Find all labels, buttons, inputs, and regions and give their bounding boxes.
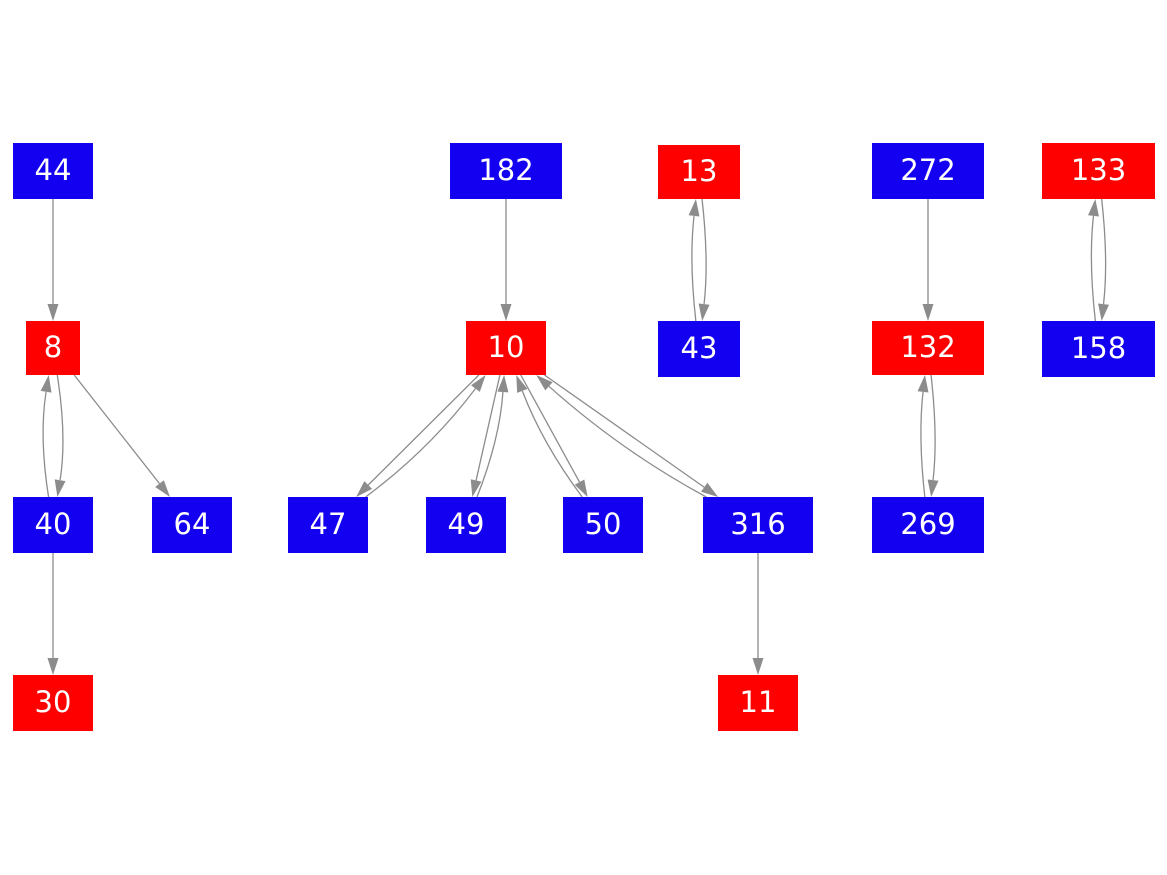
node-box-50[interactable] bbox=[563, 497, 643, 553]
graph-node-132[interactable]: 132 bbox=[872, 321, 984, 375]
edge-8-to-64 bbox=[73, 374, 161, 485]
arrowhead-44-to-8 bbox=[47, 304, 59, 321]
edge-10-to-316 bbox=[544, 374, 705, 488]
node-box-13[interactable] bbox=[658, 145, 740, 199]
graph-node-269[interactable]: 269 bbox=[872, 497, 984, 553]
arrowhead-13-to-43 bbox=[698, 303, 710, 321]
edge-10-to-49 bbox=[475, 374, 501, 481]
arrowhead-50-to-10 bbox=[516, 375, 528, 393]
arrowhead-8-to-40 bbox=[54, 479, 66, 497]
edge-49-to-10 bbox=[476, 391, 504, 498]
edge-10-to-50 bbox=[520, 374, 581, 483]
arrowhead-10-to-47 bbox=[356, 481, 373, 497]
edge-8-to-40 bbox=[56, 374, 64, 481]
arrowhead-316-to-10 bbox=[536, 375, 553, 391]
arrowhead-43-to-13 bbox=[688, 199, 700, 217]
node-box-43[interactable] bbox=[658, 321, 740, 377]
graph-node-47[interactable]: 47 bbox=[288, 497, 368, 553]
edge-50-to-10 bbox=[521, 390, 583, 498]
graph-node-43[interactable]: 43 bbox=[658, 321, 740, 377]
edge-13-to-43 bbox=[701, 198, 707, 305]
node-box-182[interactable] bbox=[450, 143, 562, 199]
arrowhead-158-to-133 bbox=[1087, 199, 1099, 217]
graph-node-133[interactable]: 133 bbox=[1042, 143, 1155, 199]
node-box-8[interactable] bbox=[26, 321, 80, 375]
graph-node-182[interactable]: 182 bbox=[450, 143, 562, 199]
edge-layer bbox=[40, 198, 1110, 675]
arrowhead-269-to-132 bbox=[917, 375, 929, 393]
node-box-30[interactable] bbox=[13, 675, 93, 731]
arrowhead-182-to-10 bbox=[500, 304, 512, 321]
edge-47-to-10 bbox=[365, 388, 476, 498]
arrowhead-316-to-11 bbox=[752, 658, 764, 675]
arrowhead-272-to-132 bbox=[922, 304, 934, 321]
node-box-269[interactable] bbox=[872, 497, 984, 553]
arrowhead-10-to-50 bbox=[574, 479, 588, 497]
node-box-11[interactable] bbox=[718, 675, 798, 731]
node-box-10[interactable] bbox=[466, 321, 546, 375]
graph-node-64[interactable]: 64 bbox=[152, 497, 232, 553]
edge-40-to-8 bbox=[42, 391, 50, 498]
arrowhead-10-to-49 bbox=[470, 479, 482, 497]
graph-node-13[interactable]: 13 bbox=[658, 145, 740, 199]
edge-10-to-47 bbox=[367, 374, 480, 486]
graph-node-8[interactable]: 8 bbox=[26, 321, 80, 375]
edge-43-to-13 bbox=[691, 215, 697, 322]
graph-node-272[interactable]: 272 bbox=[872, 143, 984, 199]
graph-node-50[interactable]: 50 bbox=[563, 497, 643, 553]
edge-133-to-158 bbox=[1101, 198, 1107, 305]
arrowhead-133-to-158 bbox=[1098, 303, 1110, 321]
node-box-64[interactable] bbox=[152, 497, 232, 553]
edge-132-to-269 bbox=[930, 374, 936, 481]
node-box-47[interactable] bbox=[288, 497, 368, 553]
node-box-132[interactable] bbox=[872, 321, 984, 375]
node-box-133[interactable] bbox=[1042, 143, 1155, 199]
node-box-44[interactable] bbox=[13, 143, 93, 199]
graph-node-10[interactable]: 10 bbox=[466, 321, 546, 375]
node-layer: 44 8 40 64 30 182 10 47 49 50 316 11 13 43 272 132 269 13… bbox=[13, 143, 1155, 731]
graph-node-158[interactable]: 158 bbox=[1042, 321, 1155, 377]
graph-node-30[interactable]: 30 bbox=[13, 675, 93, 731]
node-box-316[interactable] bbox=[703, 497, 813, 553]
node-box-272[interactable] bbox=[872, 143, 984, 199]
edge-158-to-133 bbox=[1090, 215, 1096, 322]
arrowhead-49-to-10 bbox=[497, 375, 509, 393]
graph-node-49[interactable]: 49 bbox=[426, 497, 506, 553]
arrowhead-40-to-8 bbox=[40, 375, 52, 393]
arrowhead-10-to-316 bbox=[701, 482, 719, 497]
graph-node-11[interactable]: 11 bbox=[718, 675, 798, 731]
graph-node-40[interactable]: 40 bbox=[13, 497, 93, 553]
arrowhead-47-to-10 bbox=[471, 375, 486, 392]
node-box-49[interactable] bbox=[426, 497, 506, 553]
edge-316-to-10 bbox=[548, 385, 707, 498]
node-box-158[interactable] bbox=[1042, 321, 1155, 377]
edge-269-to-132 bbox=[920, 391, 926, 498]
graph-node-316[interactable]: 316 bbox=[703, 497, 813, 553]
arrowhead-132-to-269 bbox=[927, 479, 939, 497]
arrowhead-40-to-30 bbox=[47, 658, 59, 675]
arrowhead-8-to-64 bbox=[155, 480, 171, 497]
node-box-40[interactable] bbox=[13, 497, 93, 553]
graph-node-44[interactable]: 44 bbox=[13, 143, 93, 199]
